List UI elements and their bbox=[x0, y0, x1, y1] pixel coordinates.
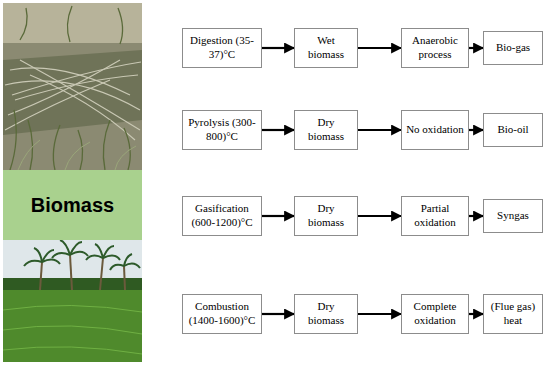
process-box: Anaerobic process bbox=[401, 28, 469, 68]
box-label: Bio-oil bbox=[497, 123, 528, 137]
title-band: Biomass bbox=[3, 170, 142, 240]
box-label: Wet biomass bbox=[299, 34, 353, 62]
process-box: Combustion (1400-1600)°C bbox=[182, 294, 262, 334]
flow-arrow bbox=[262, 215, 294, 217]
process-box: (Flue gas) heat bbox=[483, 294, 543, 334]
box-label: Anaerobic process bbox=[406, 34, 464, 62]
box-label: Syngas bbox=[497, 209, 529, 223]
box-label: Dry biomass bbox=[299, 300, 353, 328]
flow-arrow bbox=[262, 129, 294, 131]
box-label: Combustion (1400-1600)°C bbox=[187, 300, 257, 328]
box-label: No oxidation bbox=[406, 123, 464, 137]
box-label: Dry biomass bbox=[299, 116, 353, 144]
flow-arrow bbox=[358, 47, 401, 49]
process-box: Syngas bbox=[483, 199, 543, 233]
box-label: Gasification (600-1200)°C bbox=[187, 202, 257, 230]
box-label: Dry biomass bbox=[299, 202, 353, 230]
flow-arrow bbox=[469, 313, 483, 315]
process-box: Dry biomass bbox=[294, 196, 358, 236]
process-box: Complete oxidation bbox=[401, 294, 469, 334]
process-box: No oxidation bbox=[401, 110, 469, 150]
process-box: Bio-gas bbox=[483, 31, 543, 65]
flow-arrow bbox=[358, 313, 401, 315]
box-label: (Flue gas) heat bbox=[488, 300, 538, 328]
grass-photo bbox=[3, 3, 142, 170]
flow-arrow bbox=[469, 47, 483, 49]
flow-arrow bbox=[262, 47, 294, 49]
process-box: Pyrolysis (300-800)°C bbox=[182, 110, 262, 150]
box-label: Bio-gas bbox=[496, 41, 530, 55]
box-label: Partial oxidation bbox=[406, 202, 464, 230]
process-box: Dry biomass bbox=[294, 110, 358, 150]
flow-arrow bbox=[358, 215, 401, 217]
process-box: Dry biomass bbox=[294, 294, 358, 334]
process-box: Bio-oil bbox=[483, 113, 543, 147]
box-label: Complete oxidation bbox=[406, 300, 464, 328]
palm-field-photo bbox=[3, 240, 142, 362]
flow-arrow bbox=[262, 313, 294, 315]
process-box: Wet biomass bbox=[294, 28, 358, 68]
band-label: Biomass bbox=[31, 194, 114, 217]
box-label: Digestion (35-37)°C bbox=[187, 34, 257, 62]
box-label: Pyrolysis (300-800)°C bbox=[187, 116, 257, 144]
flow-arrow bbox=[469, 215, 483, 217]
flow-arrow bbox=[358, 129, 401, 131]
flow-arrow bbox=[469, 129, 483, 131]
process-box: Partial oxidation bbox=[401, 196, 469, 236]
process-box: Digestion (35-37)°C bbox=[182, 28, 262, 68]
process-box: Gasification (600-1200)°C bbox=[182, 196, 262, 236]
